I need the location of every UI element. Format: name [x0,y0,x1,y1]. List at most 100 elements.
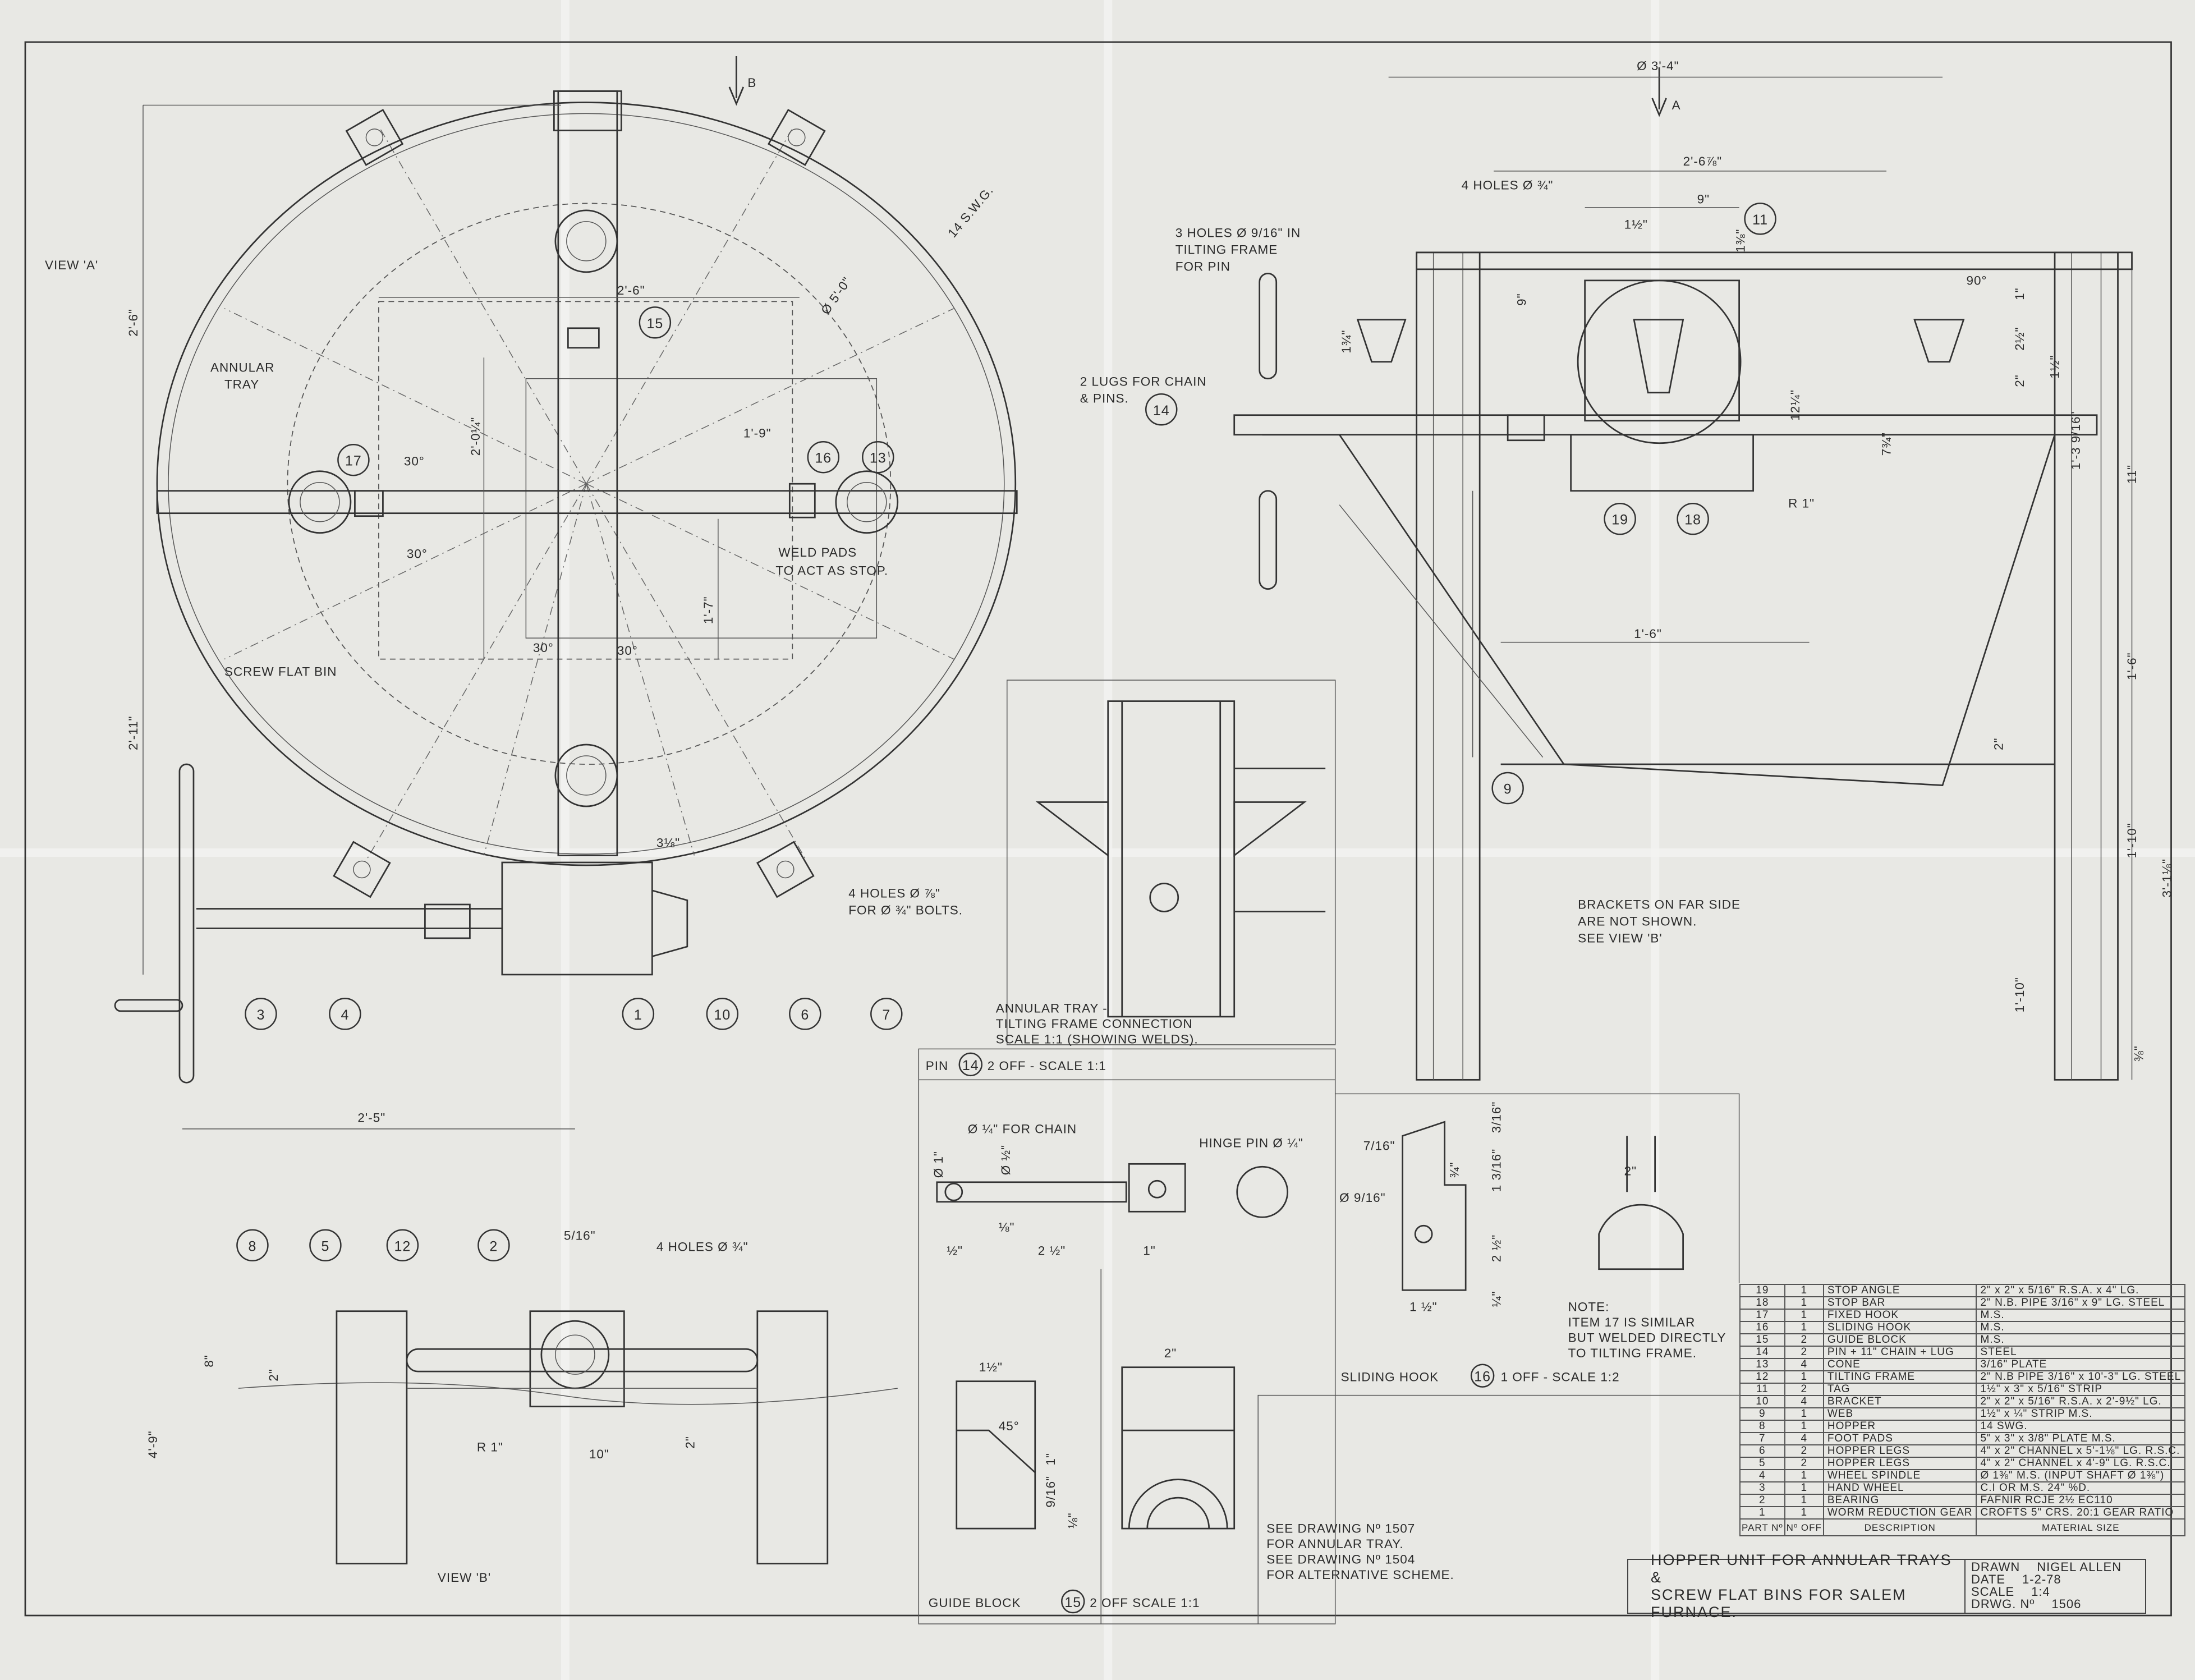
balloon: 12 [386,1229,419,1261]
guide-block [567,327,600,349]
cell-part-no: 2 [1739,1494,1785,1507]
dim-text: Ø ½" [999,1145,1013,1175]
note-text: FOR ALTERNATIVE SCHEME. [1266,1568,1454,1582]
balloon: 10 [706,998,739,1030]
pin-end-view [1236,1165,1289,1218]
cell-no-off: 1 [1784,1296,1824,1310]
cell-description: GUIDE BLOCK [1822,1333,1977,1347]
cell-no-off: 1 [1784,1420,1824,1433]
dim-text: 1" [1044,1453,1058,1465]
dim-text: ½" [947,1244,963,1258]
notes-frame [1257,1394,1739,1624]
cell-part-no: 14 [1739,1346,1785,1359]
note-text: SEE DRAWING Nº 1504 [1266,1553,1415,1567]
balloon: 3 [245,998,277,1030]
cone-side [1356,319,1407,363]
svg-text:14: 14 [1153,403,1170,419]
balloon: 16 [1470,1364,1495,1388]
cell-part-no: 10 [1739,1395,1785,1408]
header-no-off: Nº OFF [1784,1518,1824,1536]
label-annular-tray: ANNULAR [210,360,274,374]
dimension-lines [143,104,800,1130]
tilting-frame-pipe [406,1348,759,1373]
cell-part-no: 8 [1739,1420,1785,1433]
dim-text: 2'-0¼" [469,417,483,456]
angle-text: 30° [407,547,428,561]
dim-text: Ø 3'-4" [1637,59,1679,73]
svg-text:2: 2 [489,1238,498,1254]
cell-part-no: 4 [1739,1469,1785,1482]
section-caption: SCALE 1:1 (SHOWING WELDS). [996,1032,1198,1046]
cell-description: WORM REDUCTION GEAR [1822,1506,1977,1520]
cell-description: BRACKET [1822,1395,1977,1408]
label-lugs: & PINS. [1080,391,1129,405]
pin-detail: PIN 14 2 OFF - SCALE 1:1 Ø ¼" FOR CHAIN … [918,1048,1336,1624]
header-part-no: PART Nº [1739,1518,1785,1536]
balloon: 14 [1145,393,1178,426]
cell-material: 2" N.B. PIPE 3/16" x 9" LG. STEEL [1976,1296,2186,1310]
dim-text: 2'-11" [126,715,140,750]
cell-description: CONE [1822,1358,1977,1371]
balloon: 16 [807,440,840,474]
cell-description: FOOT PADS [1822,1432,1977,1445]
svg-text:16: 16 [1474,1369,1491,1385]
cones [288,209,899,807]
cell-description: STOP BAR [1822,1296,1977,1310]
cell-part-no: 11 [1739,1383,1785,1396]
cell-material: 2" x 2" x 5/16" R.S.A. x 4" LG. [1976,1284,2186,1297]
balloon: 13 [862,440,894,474]
balloon: 17 [337,443,370,476]
dim-text: R 1" [1788,497,1815,511]
cell-part-no: 12 [1739,1370,1785,1384]
dim-text: ⅛" [1066,1512,1080,1528]
cell-material: M.S. [1976,1321,2186,1334]
dim-text: Ø 9/16" [1339,1191,1385,1205]
cell-no-off: 2 [1784,1457,1824,1470]
balloon: 8 [236,1229,269,1261]
cell-material: STEEL [1976,1346,2186,1359]
cell-no-off: 2 [1784,1333,1824,1347]
cell-no-off: 1 [1784,1407,1824,1421]
label-pin-holes: 3 HOLES Ø 9/16" IN [1175,226,1301,240]
hand-wheel-handle [114,999,183,1012]
cell-part-no: 9 [1739,1407,1785,1421]
cell-description: SLIDING HOOK [1822,1321,1977,1334]
label-tag-holes: 4 HOLES Ø ¾" [1462,178,1554,192]
dim-text: 7/16" [1363,1139,1395,1153]
cell-part-no: 15 [1739,1333,1785,1347]
cell-part-no: 3 [1739,1481,1785,1495]
svg-text:15: 15 [646,316,663,332]
cell-material: Ø 1⅜" M.S. (INPUT SHAFT Ø 1⅜") [1976,1469,2186,1482]
tilting-frame-horizontal [156,490,1018,515]
label-pin-holes: FOR PIN [1175,259,1230,273]
hinge-lug [1128,1163,1186,1213]
cone-weld [1035,801,1307,857]
cell-material: 5" x 3" x 3/8" PLATE M.S. [1976,1432,2186,1445]
dim-text: 1'-3 9/16" [2069,411,2083,470]
label-annular-tray: TRAY [224,377,259,391]
balloon: 4 [329,998,361,1030]
dimension-lines [1388,76,2133,1080]
cell-material: 2" N.B PIPE 3/16" x 10'-3" LG. STEEL [1976,1370,2186,1384]
brackets [333,108,826,898]
fixed-hook [354,490,384,517]
cell-no-off: 2 [1784,1383,1824,1396]
cell-description: FIXED HOOK [1822,1309,1977,1322]
dim-text: 1'-10" [2013,977,2027,1012]
dim-text: 1⅜" [1734,229,1748,253]
cell-part-no: 19 [1739,1284,1785,1297]
drawing-title: HOPPER UNIT FOR ANNULAR TRAYS & SCREW FL… [1628,1552,1966,1621]
label-pin-holes: TILTING FRAME [1175,242,1278,256]
title-block: HOPPER UNIT FOR ANNULAR TRAYS & SCREW FL… [1627,1552,2146,1621]
dim-text: 9" [1697,192,1710,206]
label-bracket-holes: FOR Ø ¾" BOLTS. [848,903,963,917]
dim-text: 1" [1143,1244,1156,1258]
